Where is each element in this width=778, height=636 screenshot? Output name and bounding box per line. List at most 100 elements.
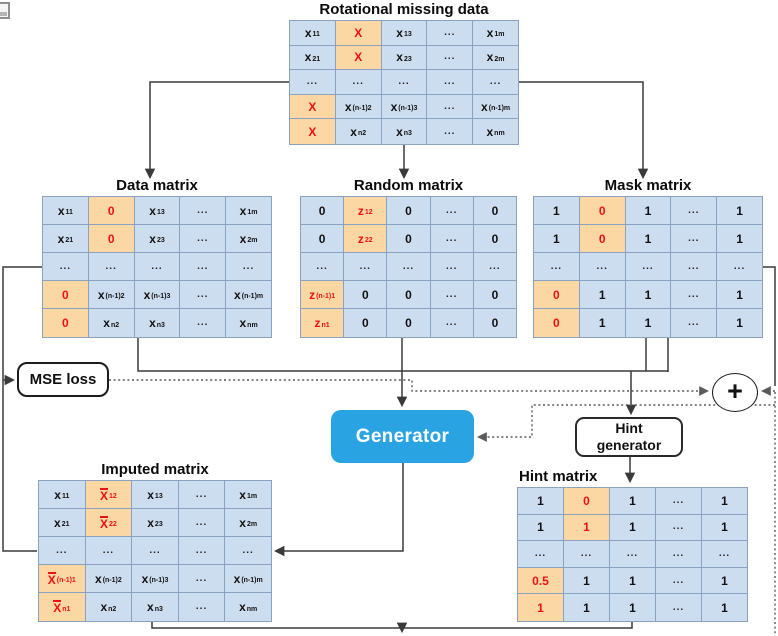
matrix-cell: 1 — [702, 514, 747, 542]
line-bottom-merge — [151, 622, 633, 629]
matrix-cell: 0 — [43, 281, 89, 309]
matrix-cell: 1 — [579, 281, 626, 309]
matrix-cell: ... — [43, 253, 89, 281]
matrix-cell: 0 — [534, 309, 580, 337]
matrix-title: Rotational missing data — [319, 1, 489, 18]
matrix-cell: ... — [671, 197, 718, 225]
matrix-cell: X — [335, 21, 382, 46]
matrix-cell: ... — [473, 70, 518, 95]
matrix-cell: ... — [430, 253, 474, 281]
matrix-cell: ... — [132, 537, 179, 565]
matrix-cell: 0 — [387, 309, 431, 337]
matrix-cell: 0 — [387, 197, 431, 225]
matrix-cell: ... — [656, 541, 702, 568]
matrix-cell: ... — [178, 593, 226, 621]
matrix-cell: 0 — [564, 488, 610, 515]
matrix-cell: ... — [290, 70, 336, 95]
matrix-cell: ... — [381, 70, 428, 95]
matrix-cell: ... — [430, 281, 474, 309]
matrix-cell: ... — [225, 537, 271, 565]
matrix-cell: 0 — [43, 309, 89, 337]
matrix-cell: ... — [387, 253, 431, 281]
matrix-cell: 0 — [473, 309, 517, 337]
matrix-cell: ... — [88, 253, 135, 281]
matrix-cell: ... — [134, 253, 181, 281]
matrix-cell: ... — [178, 565, 226, 593]
matrix-cell: ... — [427, 94, 474, 120]
line-mask-to-plus — [763, 266, 776, 386]
matrix-cell: ... — [534, 253, 580, 281]
matrix-cell: x(n-1)3 — [134, 281, 181, 309]
matrix-cell: ... — [671, 309, 718, 337]
matrix-cell: ... — [301, 253, 345, 281]
matrix-cell: 1 — [518, 594, 564, 621]
matrix-cell: 0 — [301, 225, 345, 253]
matrix-cell: 1 — [625, 225, 672, 253]
matrix-cell: x(n-1)m — [473, 94, 518, 120]
matrix-cell: 1 — [717, 197, 762, 225]
matrix-cell: 1 — [625, 281, 672, 309]
matrix-cell: 0 — [88, 197, 135, 225]
matrix-cell: ... — [625, 253, 672, 281]
matrix-cell: 0 — [88, 225, 135, 253]
matrix-cell: 0 — [344, 281, 388, 309]
matrix-cell: ... — [610, 541, 656, 568]
image-placeholder-icon — [0, 2, 10, 19]
matrix-cell: 1 — [518, 488, 564, 515]
matrix-cell: ... — [671, 225, 718, 253]
matrix-cell: 1 — [518, 514, 564, 542]
matrix-cell: X — [290, 119, 336, 144]
matrix-cell: 0 — [579, 197, 626, 225]
matrix-cell: ... — [717, 253, 762, 281]
matrix-cell: ... — [656, 567, 702, 595]
matrix-cell: ... — [671, 281, 718, 309]
matrix-title: Hint matrix — [519, 468, 598, 485]
matrix-cell: 0.5 — [518, 567, 564, 595]
matrix-cell: X(n-1)1 — [39, 565, 86, 593]
matrix-cell: ... — [180, 309, 227, 337]
matrix-cell: ... — [427, 119, 474, 144]
matrix-cell: x(n-1)2 — [85, 565, 133, 593]
matrix-cell: ... — [178, 537, 226, 565]
matrix-cell: 1 — [717, 309, 762, 337]
matrix-cell: 1 — [702, 567, 747, 595]
matrix-cell: ... — [85, 537, 133, 565]
matrix-cell: ... — [430, 309, 474, 337]
matrix-cell: 0 — [473, 281, 517, 309]
matrix-cell: 1 — [534, 225, 580, 253]
generator-node: Generator — [331, 410, 474, 463]
matrix-cell: ... — [564, 541, 610, 568]
matrix-cell: ... — [430, 197, 474, 225]
matrix-cell: ... — [518, 541, 564, 568]
matrix-cell: X — [290, 94, 336, 120]
matrix-cell: 1 — [534, 197, 580, 225]
matrix-cell: ... — [656, 514, 702, 542]
matrix-cell: 0 — [473, 197, 517, 225]
matrix-cell: X — [335, 45, 382, 71]
